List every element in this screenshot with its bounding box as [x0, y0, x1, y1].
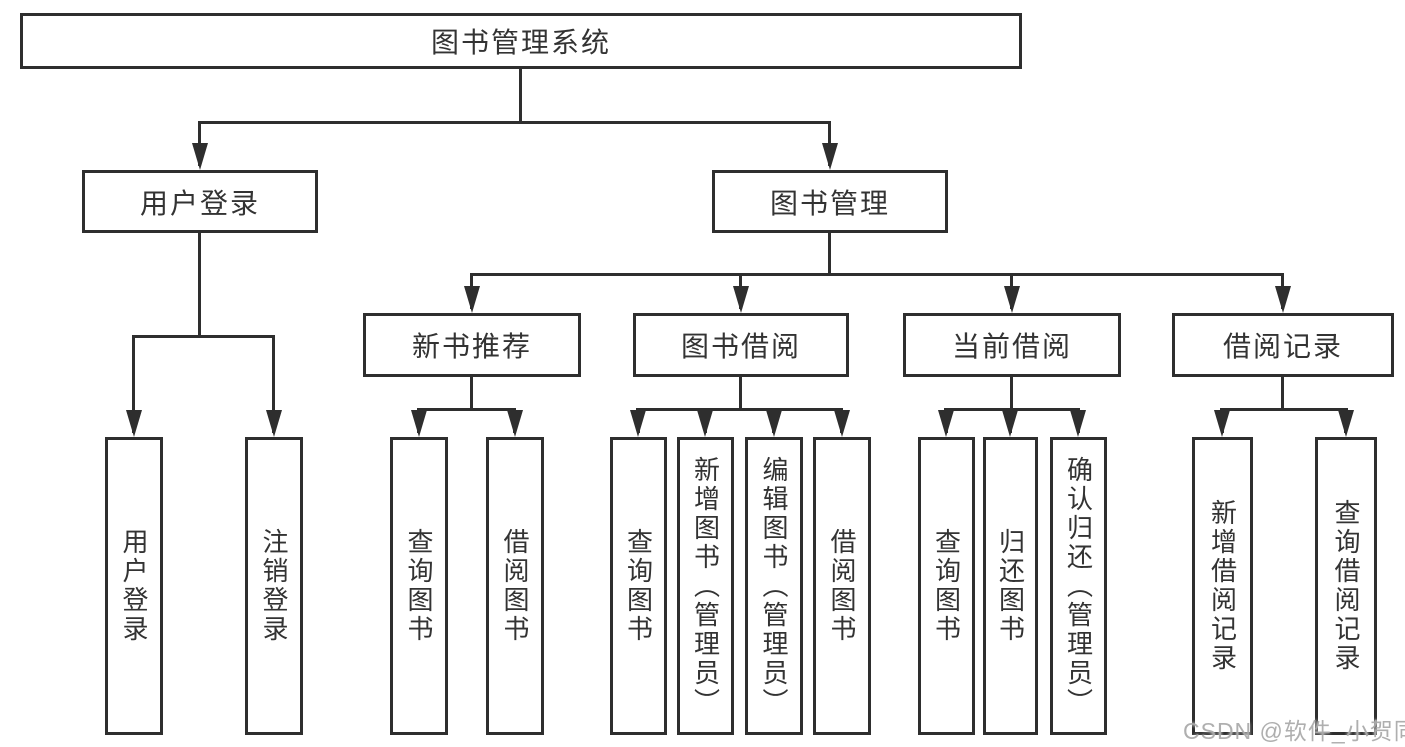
arrowhead-current-borrow	[1004, 286, 1020, 313]
leaf-user-login: 用户登录	[105, 437, 163, 735]
arrowhead-cb-leaf3	[1070, 410, 1086, 437]
connector-book-borrow-rail	[636, 408, 843, 411]
connector-current-borrow-rail	[944, 408, 1080, 411]
connector-login-leaf2-drop	[272, 335, 275, 433]
leaf-bb-add-books-admin: 新增图书（管理员）	[677, 437, 734, 735]
connector-new-books-stem	[470, 377, 473, 408]
node-current-borrowing: 当前借阅	[903, 313, 1121, 377]
arrowhead-br-leaf2	[1338, 410, 1354, 437]
node-book-management: 图书管理	[712, 170, 948, 233]
connector-root-stem	[519, 68, 522, 121]
connector-book-borrow-stem	[739, 377, 742, 408]
connector-borrow-records-stem	[1281, 377, 1284, 408]
connector-book-mgmt-stem	[828, 233, 831, 273]
leaf-cb-confirm-return-admin: 确认归还（管理员）	[1050, 437, 1107, 735]
arrowhead-user-login	[192, 143, 208, 170]
node-book-borrowing: 图书借阅	[633, 313, 849, 377]
leaf-br-add-record: 新增借阅记录	[1192, 437, 1253, 735]
leaf-logout: 注销登录	[245, 437, 303, 735]
node-borrow-records: 借阅记录	[1172, 313, 1394, 377]
connector-root-rail	[198, 121, 831, 124]
leaf-br-query-record: 查询借阅记录	[1315, 437, 1377, 735]
leaf-nb-query-books: 查询图书	[390, 437, 448, 735]
arrowhead-bb-leaf1	[630, 410, 646, 437]
arrowhead-cb-leaf2	[1002, 410, 1018, 437]
connector-user-login-rail	[132, 335, 275, 338]
connector-new-books-rail	[417, 408, 516, 411]
leaf-bb-edit-books-admin: 编辑图书（管理员）	[745, 437, 803, 735]
arrowhead-login-leaf2	[266, 410, 282, 437]
arrowhead-book-borrow	[733, 286, 749, 313]
node-user-login: 用户登录	[82, 170, 318, 233]
arrowhead-bb-leaf2	[697, 410, 713, 437]
arrowhead-cb-leaf1	[938, 410, 954, 437]
csdn-watermark: CSDN @软件_小贺同学	[1183, 718, 1405, 744]
node-root-system: 图书管理系统	[20, 13, 1022, 69]
leaf-bb-query-books: 查询图书	[610, 437, 667, 735]
arrowhead-bb-leaf3	[766, 410, 782, 437]
connector-user-login-stem	[198, 233, 201, 335]
connector-book-mgmt-rail	[470, 273, 1284, 276]
arrowhead-book-mgmt	[822, 143, 838, 170]
leaf-nb-borrow-books: 借阅图书	[486, 437, 544, 735]
arrowhead-nb-leaf1	[411, 410, 427, 437]
connector-current-borrow-stem	[1010, 377, 1013, 408]
leaf-bb-borrow-books: 借阅图书	[813, 437, 871, 735]
arrowhead-borrow-records	[1275, 286, 1291, 313]
arrowhead-bb-leaf4	[834, 410, 850, 437]
arrowhead-new-books	[464, 286, 480, 313]
connector-borrow-records-rail	[1220, 408, 1348, 411]
node-new-book-recommend: 新书推荐	[363, 313, 581, 377]
leaf-cb-query-books: 查询图书	[918, 437, 975, 735]
leaf-cb-return-books: 归还图书	[983, 437, 1038, 735]
connector-login-leaf1-drop	[132, 335, 135, 433]
arrowhead-nb-leaf2	[507, 410, 523, 437]
arrowhead-login-leaf1	[126, 410, 142, 437]
arrowhead-br-leaf1	[1214, 410, 1230, 437]
